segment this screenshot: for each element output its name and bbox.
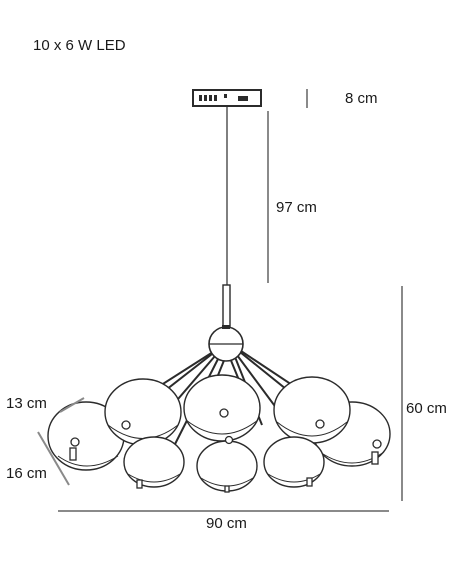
globe-mid-right	[273, 376, 351, 444]
cable-length-label: 97 cm	[276, 199, 317, 216]
globe-front-left	[123, 436, 185, 488]
globe-large-line	[37, 431, 70, 486]
globe-front-center	[196, 440, 258, 492]
lamp-holders	[69, 408, 382, 493]
power-spec-label: 10 x 6 W LED	[33, 37, 126, 54]
fixture-height-label: 60 cm	[406, 400, 447, 417]
center-hub	[208, 325, 244, 362]
center-stem	[222, 284, 231, 328]
dimension-lines	[37, 89, 403, 512]
canopy-height-label: 8 cm	[345, 90, 378, 107]
globe-large-label: 16 cm	[6, 465, 47, 482]
globe-small-line	[59, 397, 85, 413]
fixture-width-label: 90 cm	[206, 515, 247, 532]
globe-front-right	[263, 436, 325, 488]
globe-small-label: 13 cm	[6, 395, 47, 412]
globe-mid-left	[104, 378, 182, 446]
globe-mid-center	[183, 374, 261, 442]
ceiling-canopy	[192, 89, 262, 107]
